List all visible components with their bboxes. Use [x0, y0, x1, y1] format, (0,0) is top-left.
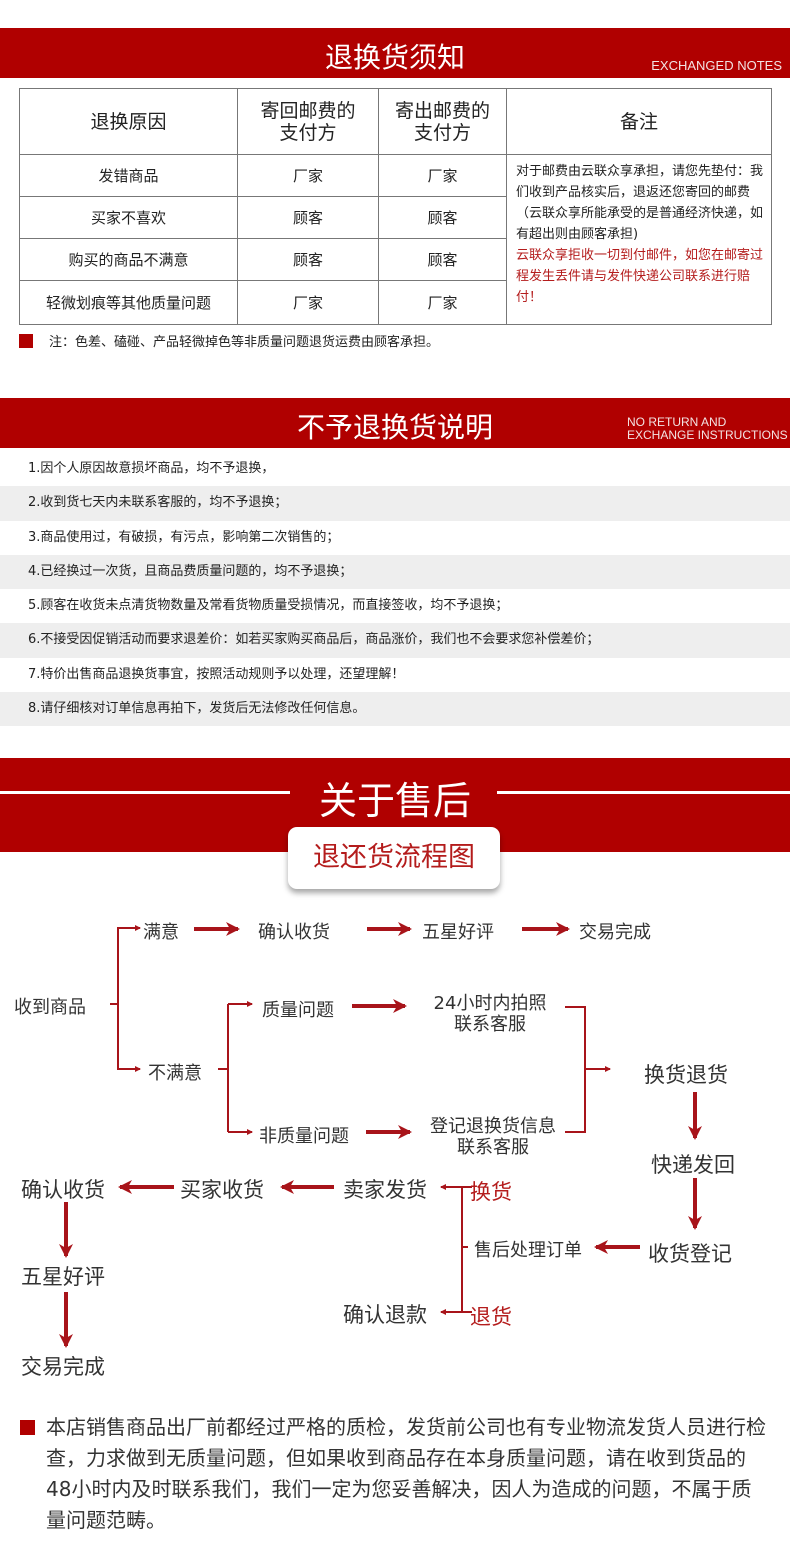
node-confirm-receipt: 确认收货: [258, 922, 330, 943]
cell-reason: 买家不喜欢: [19, 196, 238, 239]
list-item: 5.顾客在收货未点清货物数量及常看货物质量受损情况，而直接签收，均不予退换；: [28, 598, 509, 614]
node-confirm-receipt-2: 确认收货: [21, 1178, 105, 1202]
node-buyer-receive: 买家收货: [180, 1178, 264, 1202]
node-exchange-return: 换货退货: [644, 1063, 728, 1087]
quality-statement-text: 本店销售商品出厂前都经过严格的质检，发货前公司也有专业物流发货人员进行检查，力求…: [46, 1415, 766, 1532]
header-remark: 备注: [506, 88, 772, 155]
list-item: 8.请仔细核对订单信息再拍下，发货后无法修改任何信息。: [0, 692, 790, 727]
no-return-rules-list: 1.因个人原因故意损坏商品，均不予退换， 2.收到货七天内未联系客服的，均不予退…: [0, 452, 790, 727]
red-square-bullet-icon: [19, 333, 33, 348]
table-row: 买家不喜欢 顾客 顾客: [19, 196, 772, 239]
label-exchange: 换货: [470, 1180, 512, 1204]
header-send-payer: 寄出邮费的支付方: [378, 88, 507, 155]
cell-send-payer: 厂家: [378, 280, 507, 325]
label-return: 退货: [470, 1305, 512, 1329]
cell-return-payer: 顾客: [237, 238, 379, 281]
section-title: 不予退换货说明: [296, 411, 493, 444]
list-item: 6.不接受因促销活动而要求退差价：如若买家购买商品后，商品涨价，我们也不会要求您…: [0, 623, 790, 658]
quality-statement: 本店销售商品出厂前都经过严格的质检，发货前公司也有专业物流发货人员进行检查，力求…: [20, 1412, 770, 1536]
list-item: 7.特价出售商品退换货事宜，按照活动规则予以处理，还望理解！: [28, 666, 405, 682]
section-subtitle-en-line1: NO RETURN AND: [627, 415, 727, 429]
node-unsatisfied: 不满意: [148, 1063, 202, 1084]
cell-return-payer: 顾客: [237, 196, 379, 239]
header-return-payer: 寄回邮费的支付方: [237, 88, 379, 155]
table-row: 购买的商品不满意 顾客 顾客: [19, 238, 772, 281]
flow-title-box: 退还货流程图: [288, 827, 500, 889]
section-title: 关于售后: [318, 779, 471, 823]
node-receive-register: 收货登记: [648, 1242, 732, 1266]
cell-send-payer: 顾客: [378, 196, 507, 239]
node-deal-complete-2: 交易完成: [21, 1355, 105, 1379]
table-row: 轻微划痕等其他质量问题 厂家 厂家: [19, 280, 772, 325]
header-reason: 退换原因: [19, 88, 238, 155]
node-five-star-review: 五星好评: [422, 922, 494, 943]
cell-reason: 购买的商品不满意: [19, 238, 238, 281]
no-return-banner: 不予退换货说明 NO RETURN AND EXCHANGE INSTRUCTI…: [0, 398, 790, 448]
node-satisfied: 满意: [143, 922, 179, 943]
divider-right: [497, 791, 790, 794]
exchange-notes-banner: 退换货须知 EXCHANGED NOTES: [0, 28, 790, 78]
remark-warning-text: 云联众享拒收一切到付邮件，如您在邮寄过程发生丢件请与发件快递公司联系进行赔付！: [516, 248, 764, 305]
cell-send-payer: 顾客: [378, 238, 507, 281]
node-receive-goods: 收到商品: [14, 997, 86, 1018]
return-flowchart: 收到商品 满意 确认收货 五星好评 交易完成 不满意 质量问题 24小时内拍照联…: [0, 860, 790, 1400]
section-subtitle-en-line2: EXCHANGE INSTRUCTIONS: [627, 428, 788, 442]
table-row: 发错商品 厂家 厂家 对于邮费由云联众享承担，请您先垫付：我们收到产品核实后，退…: [19, 154, 772, 325]
table-header-row: 退换原因 寄回邮费的支付方 寄出邮费的支付方 备注: [19, 88, 772, 155]
flow-connectors: [59, 922, 702, 1348]
node-confirm-refund: 确认退款: [343, 1303, 427, 1327]
list-item: 1.因个人原因故意损坏商品，均不予退换，: [28, 461, 275, 476]
list-item: 2.收到货七天内未联系客服的，均不予退换；: [0, 486, 790, 521]
flow-title: 退还货流程图: [313, 842, 475, 873]
node-non-quality-issue: 非质量问题: [259, 1126, 349, 1147]
cell-return-payer: 厂家: [237, 280, 379, 325]
section-title: 退换货须知: [324, 41, 465, 74]
divider-left: [0, 791, 290, 794]
node-quality-issue: 质量问题: [262, 1000, 334, 1021]
node-after-sale-order: 售后处理订单: [474, 1240, 582, 1261]
cell-reason: 轻微划痕等其他质量问题: [19, 280, 238, 325]
cell-remark: 对于邮费由云联众享承担，请您先垫付：我们收到产品核实后，退返还您寄回的邮费（云联…: [506, 154, 772, 325]
section-subtitle-en: EXCHANGED NOTES: [651, 58, 782, 73]
cell-reason: 发错商品: [19, 154, 238, 197]
shipping-note: 注：色差、磕碰、产品轻微掉色等非质量问题退货运费由顾客承担。: [19, 331, 439, 350]
node-register-info: 登记退换货信息联系客服: [430, 1116, 556, 1158]
node-deal-complete: 交易完成: [579, 922, 651, 943]
cell-return-payer: 厂家: [237, 154, 379, 197]
node-photo-24h: 24小时内拍照联系客服: [433, 993, 547, 1035]
red-square-bullet-icon: [20, 1420, 35, 1435]
list-item: 4.已经换过一次货，且商品费质量问题的，均不予退换；: [0, 554, 790, 590]
node-express-back: 快递发回: [651, 1153, 735, 1177]
remark-text: 对于邮费由云联众享承担，请您先垫付：我们收到产品核实后，退返还您寄回的邮费（云联…: [516, 164, 764, 242]
list-item: 3.商品使用过，有破损，有污点，影响第二次销售的；: [28, 529, 340, 545]
node-five-star-review-2: 五星好评: [21, 1265, 105, 1289]
node-seller-ship: 卖家发货: [343, 1178, 427, 1202]
exchange-notes-table: 退换原因 寄回邮费的支付方 寄出邮费的支付方 备注 发错商品 厂家 厂家 对于邮…: [19, 88, 772, 325]
cell-send-payer: 厂家: [378, 154, 507, 197]
shipping-note-text: 注：色差、磕碰、产品轻微掉色等非质量问题退货运费由顾客承担。: [49, 335, 440, 350]
